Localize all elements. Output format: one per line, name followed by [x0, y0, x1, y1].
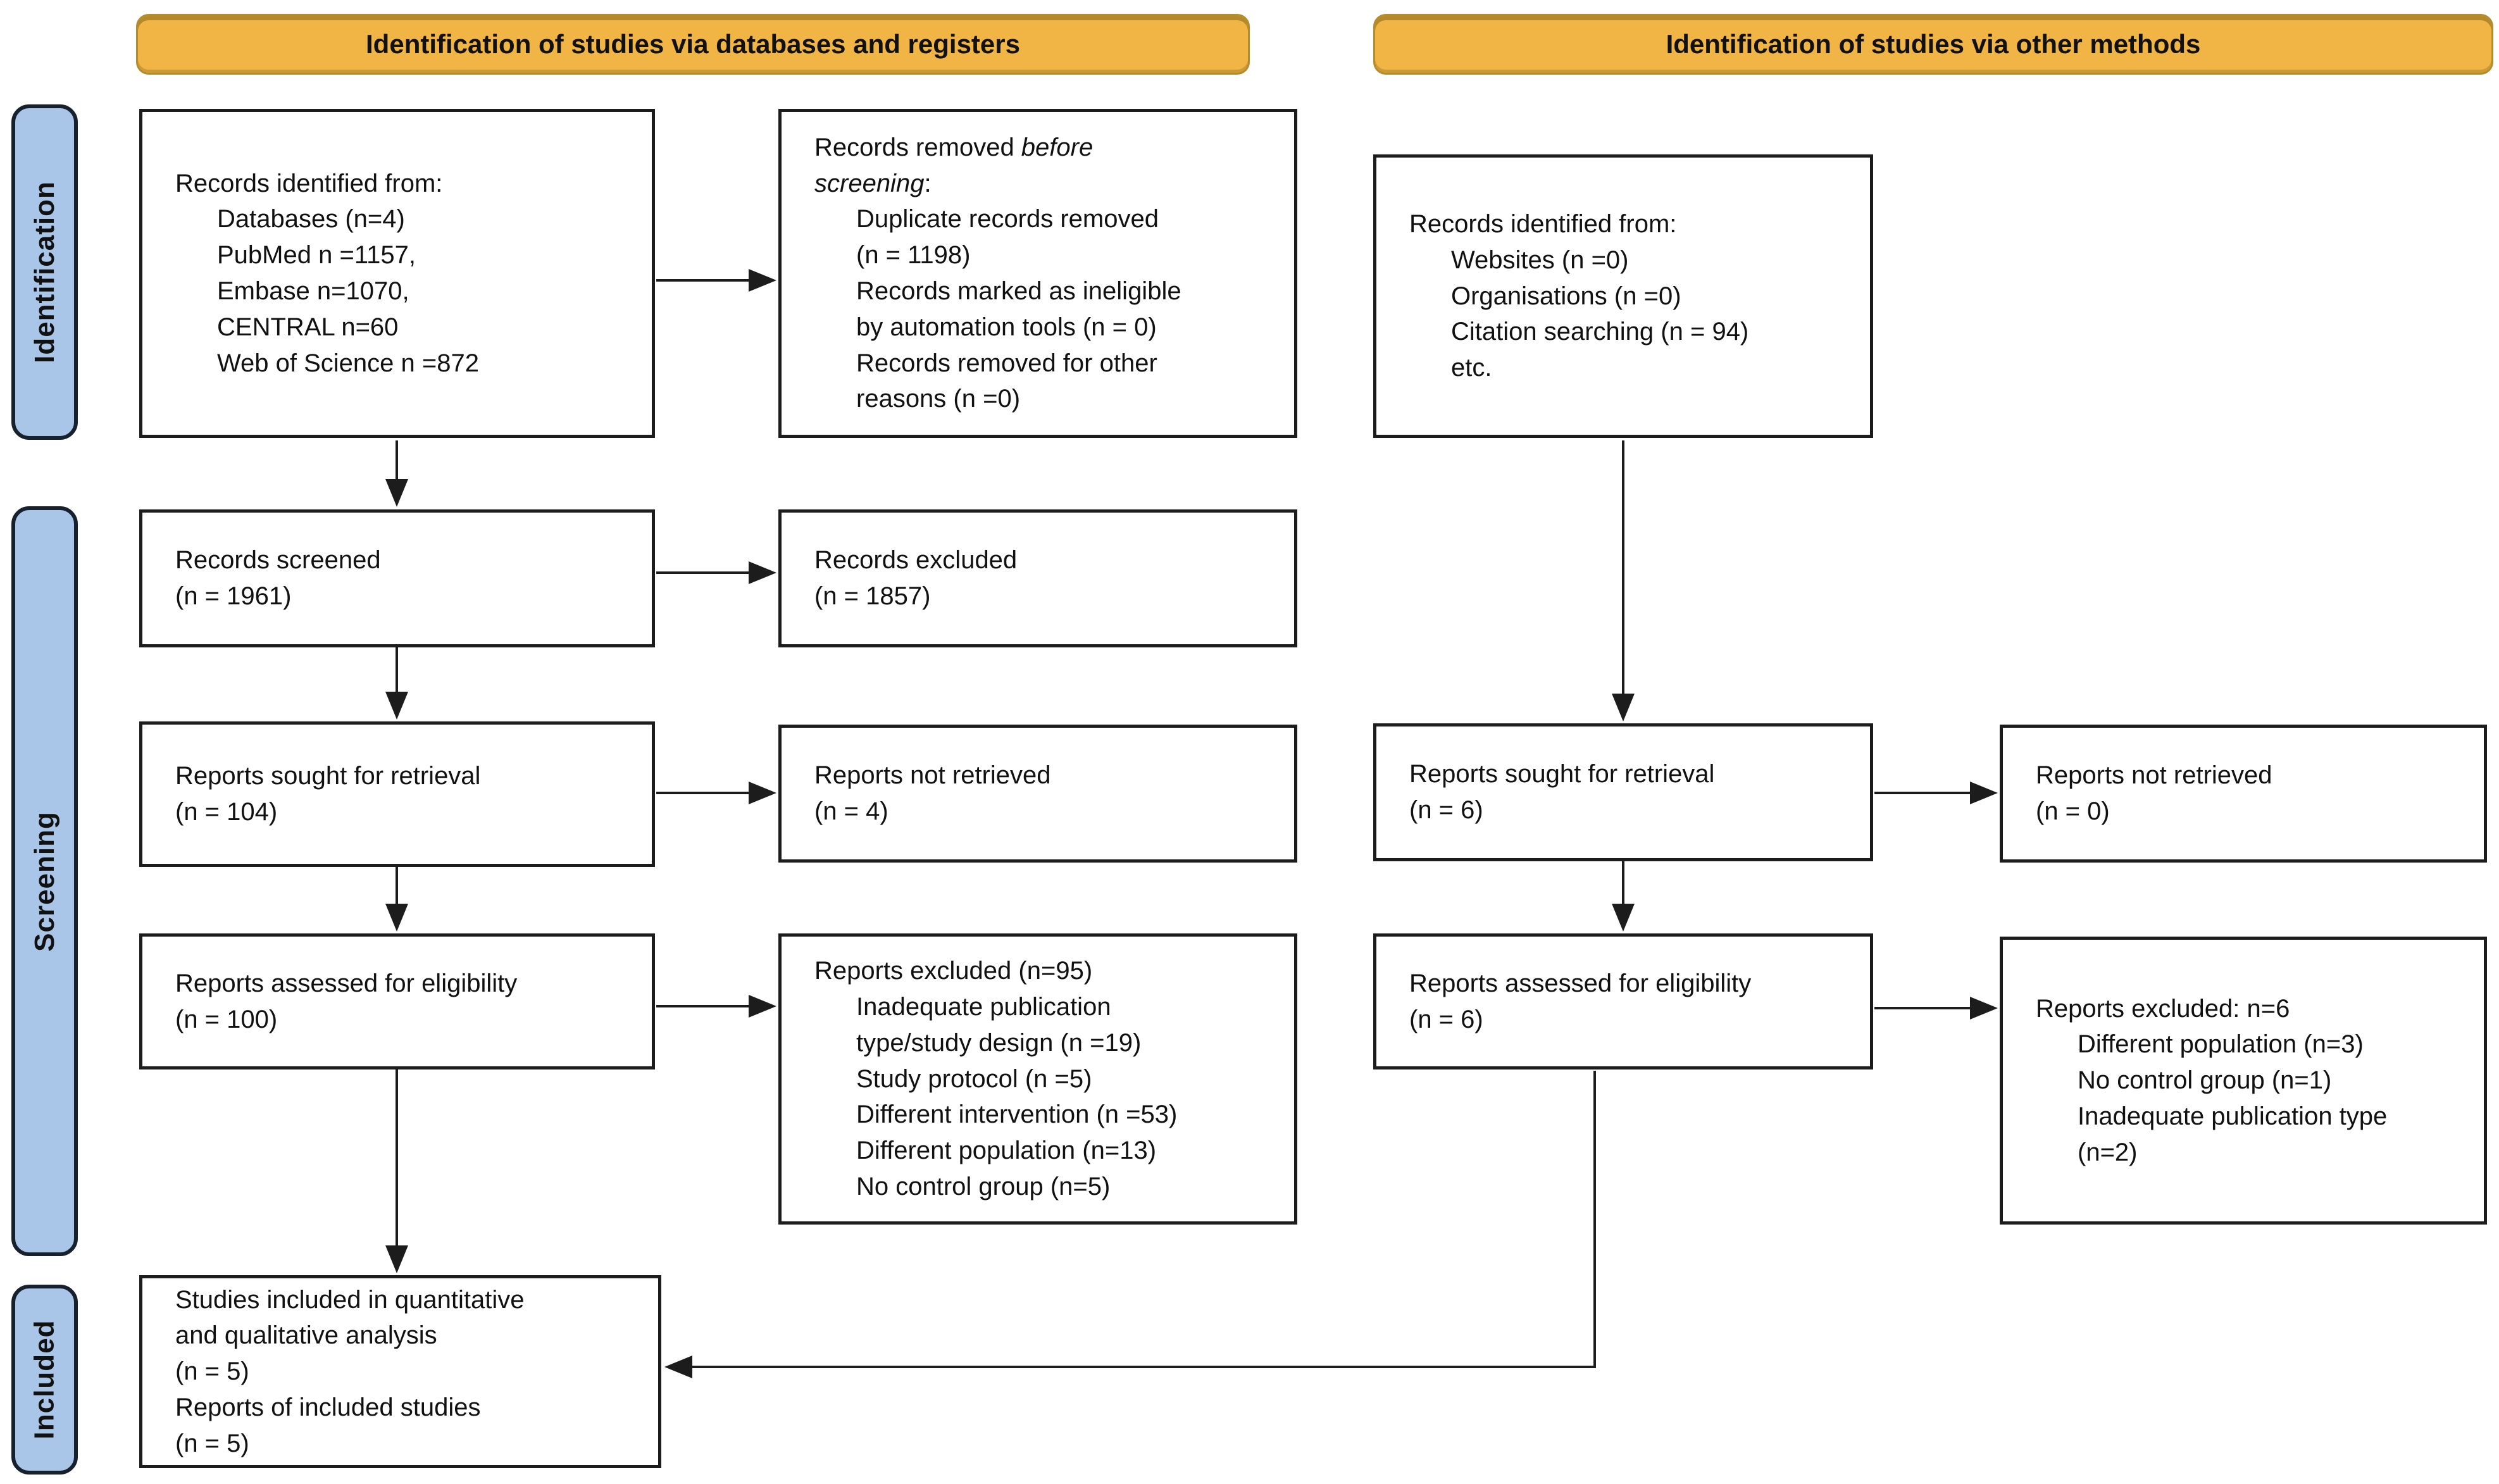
reports-assessed-databases-box: Reports assessed for eligibility (n = 10…	[139, 933, 655, 1069]
banner-other-methods-label: Identification of studies via other meth…	[1666, 29, 2201, 59]
reports-not-retrieved-databases-box: Reports not retrieved (n = 4)	[778, 725, 1297, 863]
box-item: etc.	[1451, 354, 1492, 382]
box-item: Organisations (n =0)	[1451, 282, 1681, 310]
box-text: Records excluded (n = 1857)	[814, 546, 1018, 610]
box-title: Reports excluded: n=6	[2036, 994, 2290, 1023]
box-item: Records removed for other reasons (n =0)	[856, 349, 1157, 413]
box-item: Embase n=1070,	[217, 277, 409, 305]
reports-assessed-other-box: Reports assessed for eligibility (n = 6)	[1373, 933, 1873, 1069]
records-removed-before-screening-box: Records removed before screening: Duplic…	[778, 109, 1297, 438]
box-text: Reports sought for retrieval (n = 104)	[175, 762, 481, 826]
stage-label-included: Included	[11, 1285, 78, 1475]
box-item: Databases (n=4)	[217, 205, 405, 234]
records-screened-box: Records screened (n = 1961)	[139, 509, 655, 647]
box-title: Records removed before screening:	[814, 133, 1094, 197]
box-item: PubMed n =1157,	[217, 241, 416, 270]
stage-label-screening: Screening	[11, 506, 78, 1256]
banner-other-methods: Identification of studies via other meth…	[1373, 14, 2493, 75]
reports-sought-other-box: Reports sought for retrieval (n = 6)	[1373, 723, 1873, 861]
box-item: Different population (n=13)	[856, 1137, 1157, 1165]
box-item: Records marked as ineligible by automati…	[856, 277, 1181, 341]
box-item: Inadequate publication type (n=2)	[2078, 1102, 2388, 1166]
box-text: Reports sought for retrieval (n = 6)	[1409, 760, 1715, 824]
banner-databases-registers: Identification of studies via databases …	[136, 14, 1250, 75]
records-identified-databases-box: Records identified from: Databases (n=4)…	[139, 109, 655, 438]
box-item: No control group (n=1)	[2078, 1066, 2332, 1095]
box-item: Different population (n=3)	[2078, 1030, 2364, 1059]
box-item: Websites (n =0)	[1451, 246, 1629, 274]
box-text: Records screened (n = 1961)	[175, 546, 381, 610]
box-item: Duplicate records removed (n = 1198)	[856, 205, 1159, 270]
reports-sought-databases-box: Reports sought for retrieval (n = 104)	[139, 721, 655, 867]
box-title: Records identified from:	[1409, 210, 1677, 238]
box-item: Study protocol (n =5)	[856, 1064, 1092, 1093]
records-identified-other-box: Records identified from: Websites (n =0)…	[1373, 154, 1873, 438]
box-text: Reports assessed for eligibility (n = 6)	[1409, 969, 1752, 1033]
studies-included-box: Studies included in quantitative and qua…	[139, 1275, 661, 1468]
stage-label-screening-text: Screening	[28, 811, 60, 952]
box-text: Reports not retrieved (n = 0)	[2036, 761, 2272, 825]
box-text: Reports not retrieved (n = 4)	[814, 761, 1051, 825]
reports-excluded-other-box: Reports excluded: n=6 Different populati…	[2000, 937, 2487, 1225]
box-text: Reports assessed for eligibility (n = 10…	[175, 969, 518, 1033]
box-item: Inadequate publication type/study design…	[856, 993, 1142, 1057]
box-item: Citation searching (n = 94)	[1451, 318, 1749, 346]
box-item: Web of Science n =872	[217, 349, 479, 377]
stage-label-identification: Identification	[11, 104, 78, 440]
box-title: Records identified from:	[175, 169, 443, 197]
reports-excluded-databases-box: Reports excluded (n=95) Inadequate publi…	[778, 933, 1297, 1225]
box-item: CENTRAL n=60	[217, 313, 399, 341]
banner-databases-registers-label: Identification of studies via databases …	[366, 29, 1020, 59]
box-text: Studies included in quantitative and qua…	[175, 1285, 525, 1457]
box-item: No control group (n=5)	[856, 1172, 1111, 1200]
stage-label-identification-text: Identification	[28, 181, 60, 363]
records-excluded-box: Records excluded (n = 1857)	[778, 509, 1297, 647]
box-title: Reports excluded (n=95)	[814, 957, 1093, 985]
stage-label-included-text: Included	[28, 1319, 60, 1440]
reports-not-retrieved-other-box: Reports not retrieved (n = 0)	[2000, 725, 2487, 863]
box-item: Different intervention (n =53)	[856, 1101, 1178, 1129]
